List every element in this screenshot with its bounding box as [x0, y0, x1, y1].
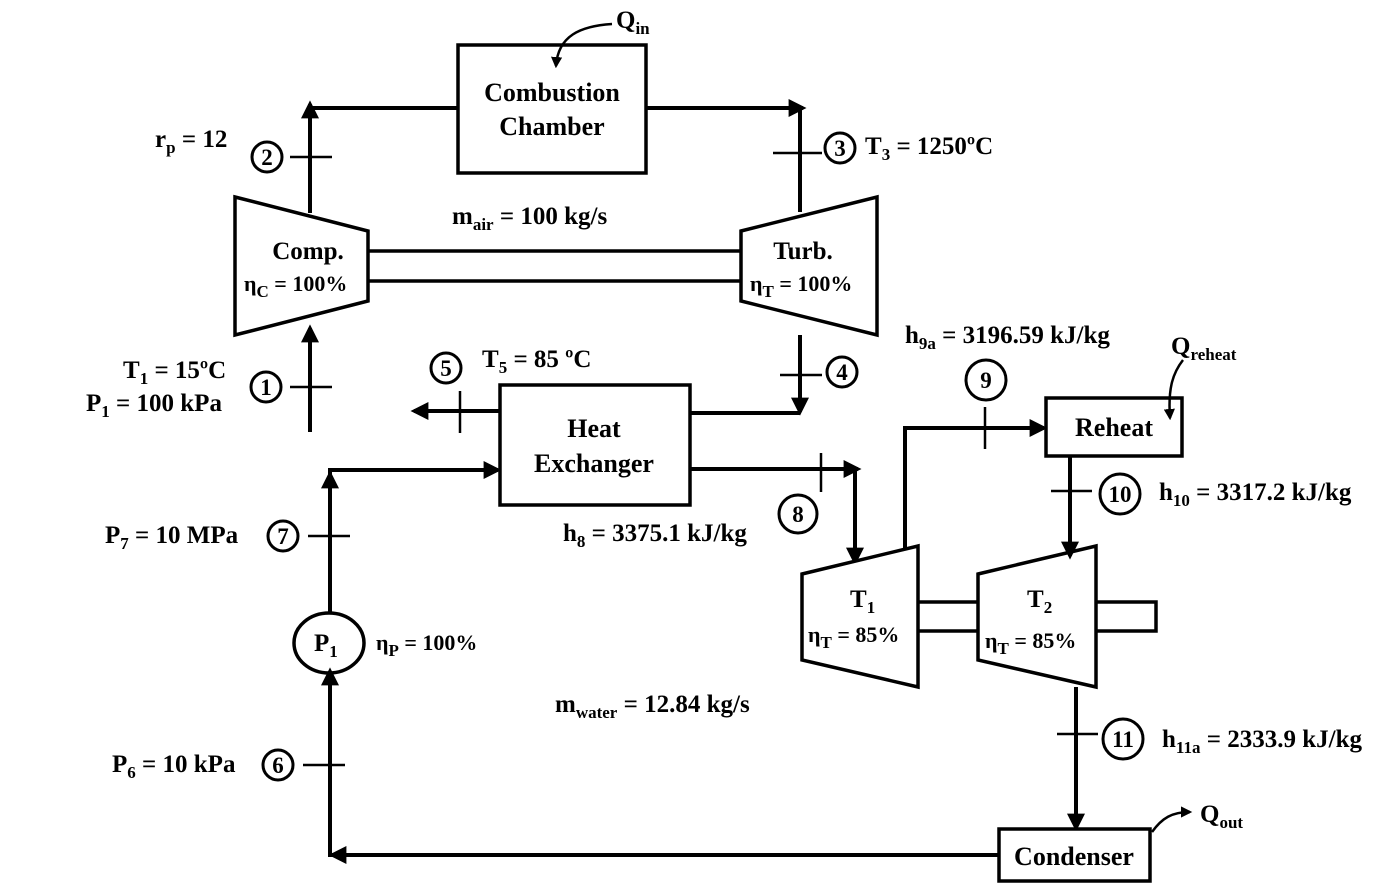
steam-turbine-1-efficiency: ηT = 85%	[808, 622, 899, 652]
combustion-chamber	[456, 43, 648, 175]
pump-efficiency: ηP = 100%	[376, 630, 477, 660]
state-7-label: P7 = 10 MPa	[105, 522, 239, 553]
state-2-marker	[250, 140, 284, 174]
state-7-marker	[266, 519, 300, 553]
line-state-2	[308, 106, 458, 213]
q-reheat-label: Qreheat	[1171, 333, 1237, 364]
state-1-temperature: T1 = 15ºC	[123, 357, 226, 388]
state-10-number: 10	[1109, 482, 1132, 507]
combustion-chamber-label-2: Chamber	[499, 112, 604, 141]
state-3-marker	[823, 131, 857, 165]
pump-label: P1	[314, 630, 338, 661]
state-10-label: h10 = 3317.2 kJ/kg	[1159, 479, 1352, 510]
state-4-number: 4	[836, 360, 848, 385]
gas-turbine-label: Turb.	[773, 238, 833, 265]
q-out-label: Qout	[1200, 801, 1243, 832]
state-3-number: 3	[834, 136, 846, 161]
state-2-label: rp = 12	[155, 126, 227, 157]
state-6-marker	[261, 748, 295, 782]
state-5-label: T5 = 85 ºC	[482, 346, 592, 377]
state-6-label: P6 = 10 kPa	[112, 751, 236, 782]
state-1-marker	[249, 370, 283, 404]
reheater	[1044, 396, 1184, 458]
state-9-marker	[964, 358, 1008, 402]
line-state-8	[690, 467, 864, 566]
steam-turbine-2-label: T2	[1027, 586, 1052, 617]
gas-turbine	[739, 194, 879, 338]
state-2-number: 2	[261, 145, 273, 170]
state-1-number: 1	[260, 375, 272, 400]
heat-exchanger-label-2: Exchanger	[534, 449, 654, 478]
state-8-label: h8 = 3375.1 kJ/kg	[563, 520, 747, 551]
line-state-3	[646, 106, 802, 212]
compressor	[233, 194, 370, 338]
q-in-label: Qin	[616, 7, 650, 38]
steam-turbine-2	[976, 543, 1098, 690]
condenser-label: Condenser	[1014, 842, 1134, 871]
combustion-chamber-label-1: Combustion	[484, 78, 620, 107]
state-5-marker	[429, 351, 463, 385]
steam-turbine-2-efficiency: ηT = 85%	[985, 628, 1076, 658]
steam-turbine-1-label: T1	[850, 586, 875, 617]
condenser	[997, 827, 1152, 883]
state-9-label: h9a = 3196.59 kJ/kg	[905, 322, 1110, 353]
state-11-marker	[1101, 717, 1145, 761]
reheater-label: Reheat	[1075, 413, 1153, 442]
state-5-number: 5	[440, 356, 452, 381]
output-shaft	[1096, 600, 1158, 633]
state-11-label: h11a = 2333.9 kJ/kg	[1162, 726, 1362, 757]
state-7-number: 7	[277, 524, 289, 549]
line-state-7	[328, 461, 502, 618]
steam-turbine-1	[800, 543, 920, 690]
air-mass-flow-label: mair = 100 kg/s	[452, 203, 607, 234]
gas-turbine-efficiency: ηT = 100%	[750, 271, 852, 301]
state-8-marker	[777, 493, 819, 535]
state-3-label: T3 = 1250ºC	[865, 133, 993, 164]
state-10-marker	[1098, 472, 1142, 516]
q-reheat-arrow	[1163, 359, 1184, 421]
heat-exchanger	[498, 383, 692, 507]
heat-exchanger-label-1: Heat	[567, 414, 621, 443]
q-out-arrow	[1150, 806, 1193, 833]
water-mass-flow-label: mwater = 12.84 kg/s	[555, 691, 750, 722]
state-9-number: 9	[980, 368, 992, 393]
state-1-pressure: P1 = 100 kPa	[86, 390, 222, 421]
compressor-efficiency: ηC = 100%	[244, 271, 347, 301]
state-11-number: 11	[1112, 727, 1134, 752]
compressor-label: Comp.	[272, 238, 344, 265]
state-6-number: 6	[272, 753, 284, 778]
q-in-arrow	[550, 22, 613, 69]
state-4-marker	[825, 355, 859, 389]
state-8-number: 8	[792, 502, 804, 527]
line-state-9	[903, 419, 1048, 548]
